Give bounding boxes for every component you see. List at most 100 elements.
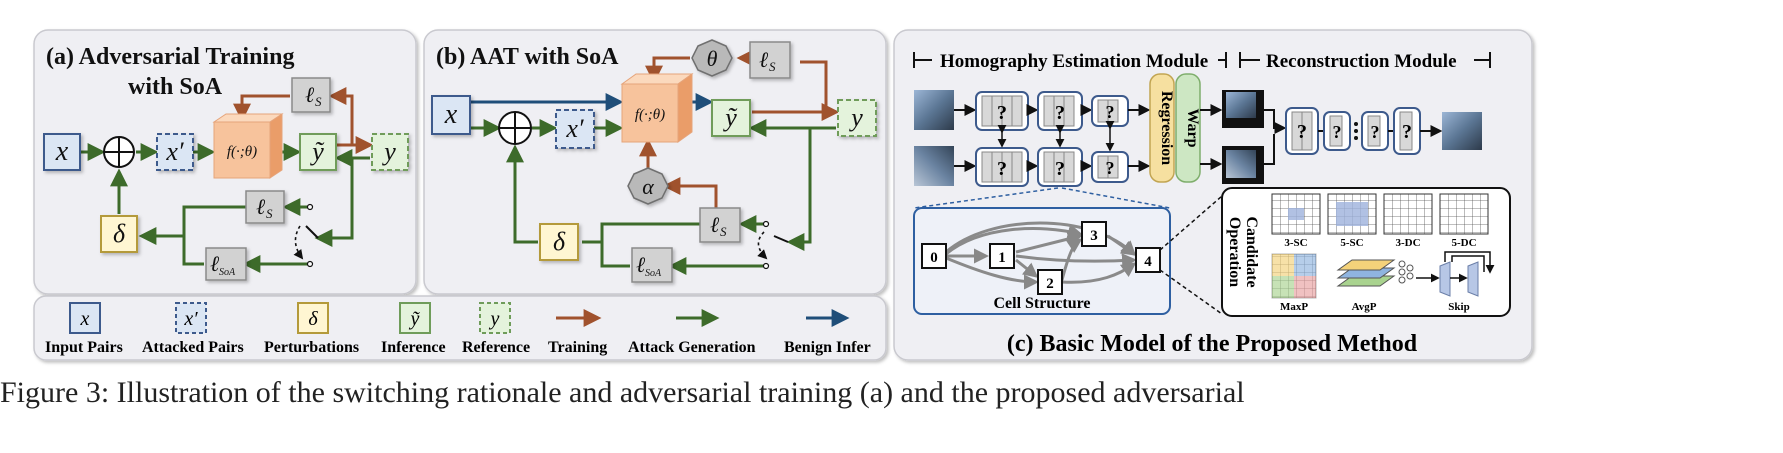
node-ls-top-label: ℓ xyxy=(305,82,315,107)
node-lsoa: ℓ SoA xyxy=(205,247,247,281)
panel-a-title-line1: (a) Adversarial Training xyxy=(46,44,294,70)
legend-item-input: x Input Pairs xyxy=(45,302,123,356)
node-ls-top-label: ℓ xyxy=(759,47,769,72)
edge xyxy=(1264,134,1275,165)
cell-node-1: 1 xyxy=(989,243,1015,269)
decoder-block: ? xyxy=(1285,107,1319,155)
block-question: ? xyxy=(1106,102,1115,122)
section-title-reconstruction: Reconstruction Module xyxy=(1266,51,1457,72)
cell-node-label: 3 xyxy=(1090,228,1098,244)
cell-node-label: 0 xyxy=(930,250,938,266)
edge-ls-f-training xyxy=(233,94,290,122)
node-delta: δ xyxy=(100,215,138,253)
edge-loss-merge xyxy=(600,222,700,268)
plus-node xyxy=(103,136,135,168)
op-5dc: 5-DC xyxy=(1439,193,1489,249)
legend-item-perturbation: δ Perturbations xyxy=(264,302,359,356)
edge-to-ls-training xyxy=(800,60,828,112)
node-x-label: x xyxy=(444,99,458,130)
edge-to-switch xyxy=(314,158,354,247)
node-ytilde: ỹ xyxy=(299,133,337,171)
panel-b-title: (b) AAT with SoA xyxy=(436,44,619,70)
node-ls-mid-label: ℓ xyxy=(256,194,266,219)
block-question: ? xyxy=(1055,158,1065,180)
node-delta: δ xyxy=(539,223,579,261)
node-xprime: x′ xyxy=(555,109,595,149)
node-theta: θ xyxy=(691,39,733,77)
legend-item-inference: ỹ Inference xyxy=(381,302,446,356)
encoder-block: ? xyxy=(975,91,1029,131)
node-y: y xyxy=(837,99,877,137)
legend-arrow-training: Training xyxy=(548,309,607,356)
cell-node-0: 0 xyxy=(921,243,947,269)
edge xyxy=(1264,109,1287,134)
legend-item-reference: y Reference xyxy=(462,302,530,356)
edge-ls-alpha-training xyxy=(662,177,718,208)
encoder-block: ? xyxy=(1091,151,1129,183)
node-f-cube: f(·;θ) xyxy=(212,113,284,179)
legend-item-attacked: x′ Attacked Pairs xyxy=(142,302,244,356)
cell-node-2: 2 xyxy=(1037,269,1063,295)
node-f-label: f(·;θ) xyxy=(635,107,665,123)
op-avgp: AvgP xyxy=(1336,259,1414,313)
input-image-bottom xyxy=(914,146,954,186)
panel-b: (b) AAT with SoA xyxy=(423,29,887,295)
node-ls-top-sub: S xyxy=(769,59,776,74)
warped-image-bottom-content xyxy=(1226,150,1256,178)
node-x: x xyxy=(431,95,471,135)
output-image xyxy=(1442,112,1482,150)
op-3sc: 3-SC xyxy=(1271,193,1321,249)
warp-block: Warp xyxy=(1175,73,1201,183)
edge-delta-plus xyxy=(506,144,538,244)
figure-caption: Figure 3: Illustration of the switching … xyxy=(0,376,1245,409)
warp-label: Warp xyxy=(1184,108,1201,147)
cell-edges xyxy=(945,221,1137,290)
section-header-homography: Homography Estimation Module xyxy=(913,46,1227,72)
legend-symbol: ỹ xyxy=(409,308,421,330)
panel-c: Homography Estimation Module Reconstruct… xyxy=(893,29,1533,361)
node-lsoa-sub: SoA xyxy=(219,267,236,278)
panel-a-title-line2: with SoA xyxy=(128,74,223,100)
op-skip: Skip xyxy=(1416,251,1495,313)
node-ytilde: ỹ xyxy=(711,99,751,137)
cell-node-label: 1 xyxy=(998,250,1006,266)
block-question: ? xyxy=(1106,158,1115,178)
legend-label: Reference xyxy=(462,339,530,356)
node-y-label: y xyxy=(381,137,396,166)
legend-label: Perturbations xyxy=(264,339,359,356)
encoder-block: ? xyxy=(1091,95,1129,127)
encoder-block: ? xyxy=(1037,91,1083,131)
legend-arrow-label: Attack Generation xyxy=(628,339,756,356)
node-xprime: x′ xyxy=(156,133,194,171)
cell-node-label: 2 xyxy=(1046,276,1054,292)
op-maxp: MaxP xyxy=(1271,253,1317,313)
cell-node-label: 4 xyxy=(1144,254,1152,270)
switch-terminal-bottom xyxy=(762,262,770,270)
node-ls-top: ℓ S xyxy=(291,77,331,113)
node-ls-mid-label: ℓ xyxy=(710,212,720,237)
cell-node-3: 3 xyxy=(1081,221,1107,247)
switch-lever xyxy=(773,235,789,243)
encoder-block: ? xyxy=(975,147,1029,187)
op-label: 3-DC xyxy=(1395,237,1420,249)
op-label: Skip xyxy=(1448,301,1469,313)
legend-arrow-benign: Benign Infer xyxy=(784,309,871,356)
cell-structure-title: Cell Structure xyxy=(993,295,1090,312)
switch-terminal-bottom xyxy=(306,260,314,268)
legend-symbol: x xyxy=(80,308,90,330)
legend-arrow-label: Training xyxy=(548,339,607,356)
node-f-label: f(·;θ) xyxy=(227,144,257,160)
legend-symbol: x′ xyxy=(183,308,198,330)
panel-a: (a) Adversarial Training with SoA xyxy=(33,29,417,295)
node-lsoa-sub: SoA xyxy=(645,268,662,279)
candidate-label-line1: Candidate xyxy=(1243,216,1260,287)
legend-label: Attacked Pairs xyxy=(142,339,244,356)
block-question: ? xyxy=(1402,121,1412,143)
node-xprime-label: x′ xyxy=(565,114,584,143)
decoder-block: ? xyxy=(1393,107,1421,155)
legend-arrow-attack: Attack Generation xyxy=(628,309,756,356)
warped-image-top-content xyxy=(1226,92,1256,118)
candidate-operations: Candidate Operation 3-SC 5-SC 3-DC 5-DC xyxy=(1221,187,1511,317)
node-f-cube: f(·;θ) xyxy=(620,73,694,143)
